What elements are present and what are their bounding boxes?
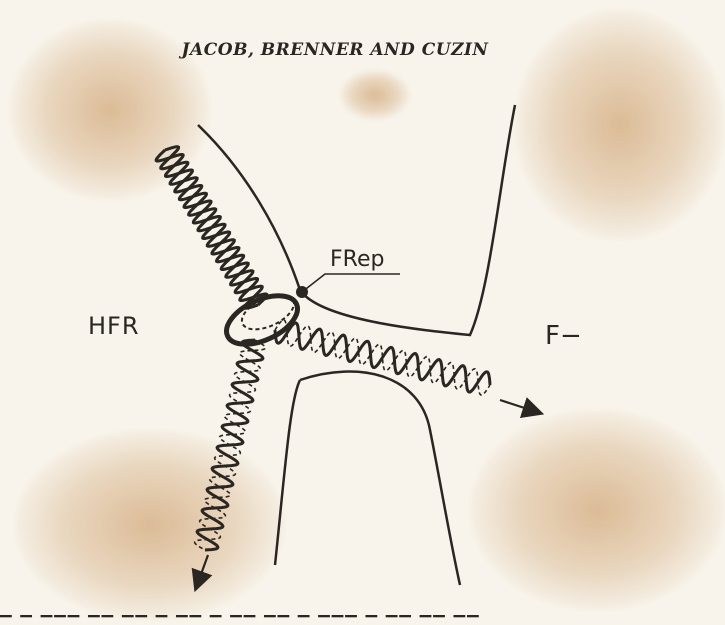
- replicon-ring-outer: [219, 286, 305, 354]
- replicon-label: FRep: [330, 247, 384, 272]
- transfer-arrow-down: [196, 555, 208, 588]
- dna-helices: [156, 147, 490, 550]
- replicon-pointer-line: [302, 274, 400, 292]
- recipient-cell-wall-top: [300, 105, 515, 335]
- cropped-text-line: ▔ ▔ ▔▔▔ ▔▔ ▔▔ ▔ ▔▔ ▔ ▔▔ ▔▔ ▔ ▔▔▔ ▔ ▔▔ ▔▔…: [0, 615, 725, 625]
- donor-cell-wall-bottom: [275, 380, 300, 565]
- transfer-arrow-right: [500, 400, 540, 413]
- recipient-cell-label: F−: [545, 321, 582, 351]
- donor-helix-upper-strand-2: [161, 147, 262, 308]
- donor-cell-label: HFR: [88, 312, 140, 340]
- recipient-cell-wall-bottom: [300, 372, 460, 585]
- replicated-helix-down-strand-2: [195, 340, 266, 550]
